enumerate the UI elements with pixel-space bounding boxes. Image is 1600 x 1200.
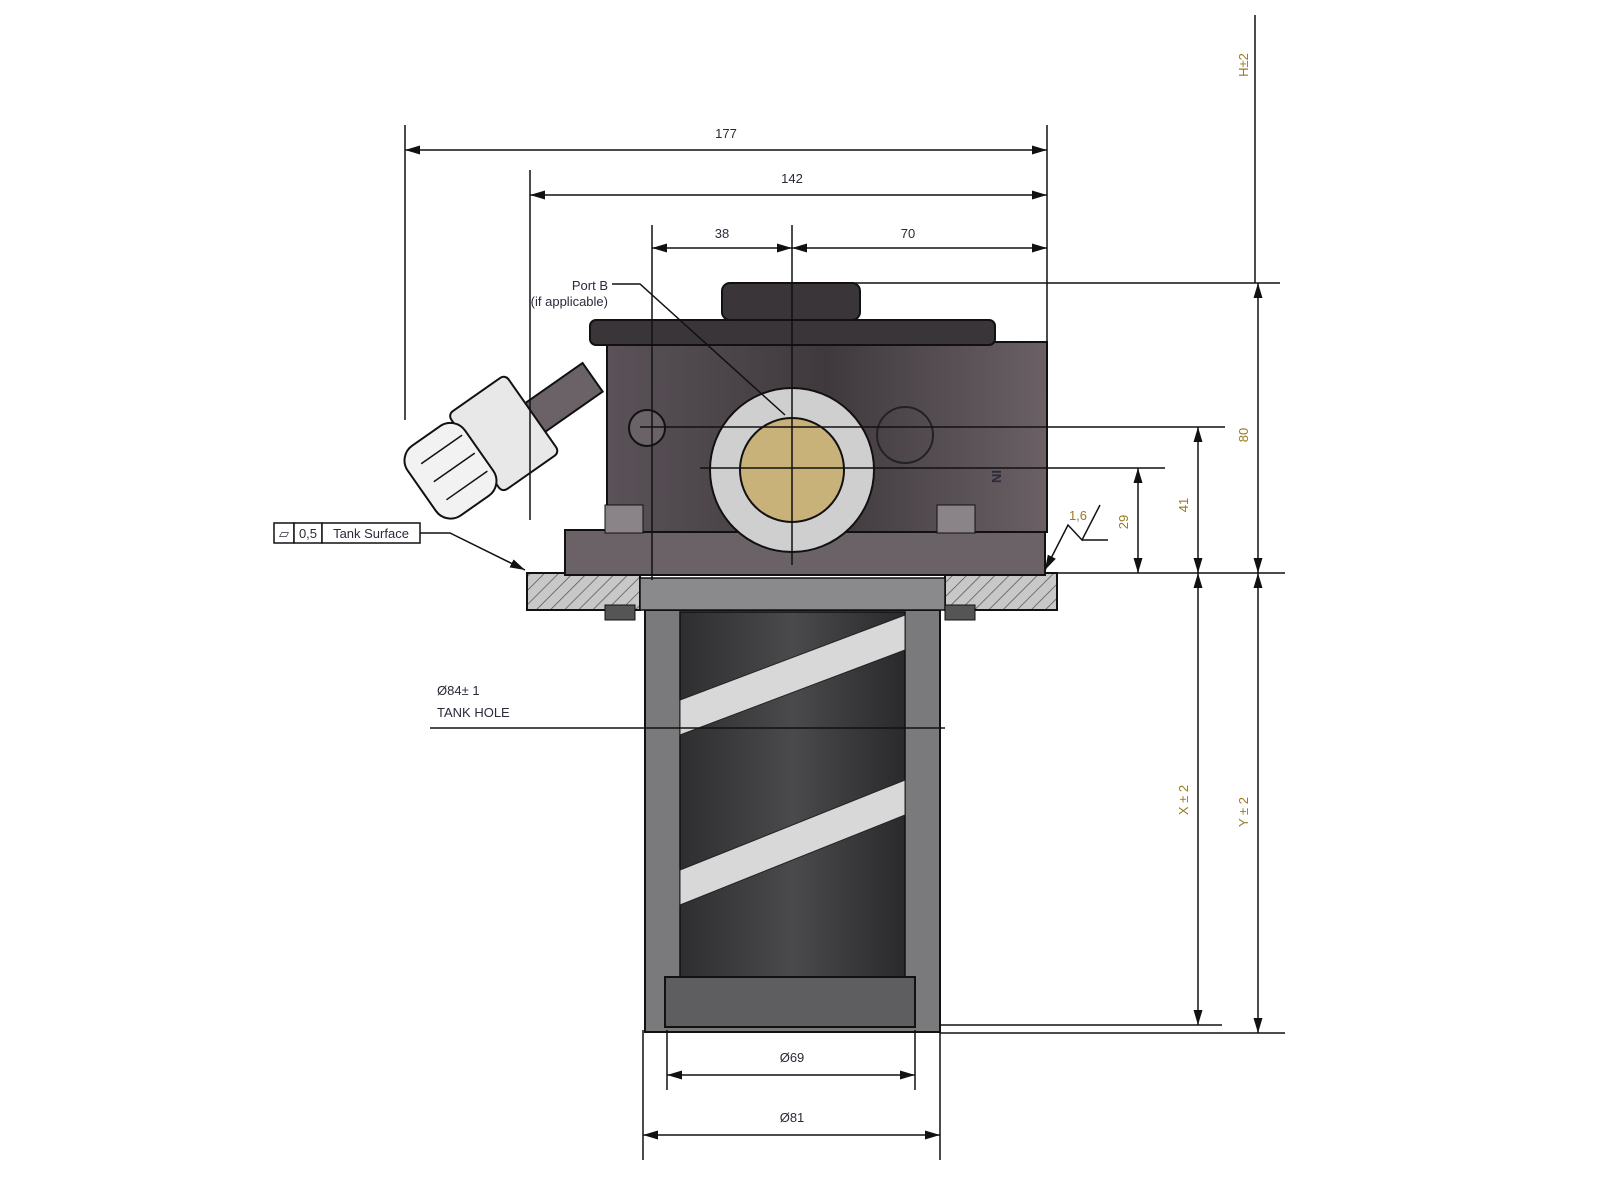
dim-y: Y ± 2	[1236, 797, 1251, 827]
flatness-datum: Tank Surface	[333, 526, 409, 541]
flatness-value: 0,5	[299, 526, 317, 541]
dim-h: H±2	[1236, 53, 1251, 77]
filter-head: IN	[564, 282, 1048, 576]
tank-plate	[526, 572, 1058, 621]
flatness-leader	[420, 532, 526, 571]
dim-177: 177	[715, 126, 737, 141]
roughness-symbol	[1044, 504, 1101, 571]
dim-x: X ± 2	[1176, 785, 1191, 815]
clogging-indicator	[403, 361, 605, 520]
extension-lines	[404, 15, 1285, 1160]
filter-bowl	[644, 609, 941, 1033]
dim-29: 29	[1116, 515, 1131, 529]
port-b-leader	[612, 283, 786, 416]
dim-70: 70	[901, 226, 915, 241]
port-b-label: Port B	[572, 278, 608, 293]
dim-69: Ø69	[780, 1050, 805, 1065]
flatness-callout: ⏥ 0,5 Tank Surface	[273, 522, 421, 544]
dim-38: 38	[715, 226, 729, 241]
spiral-band	[679, 779, 906, 906]
tank-hole-label: TANK HOLE	[437, 705, 510, 720]
dim-142: 142	[781, 171, 803, 186]
spiral-band	[679, 614, 906, 736]
roughness-value: 1,6	[1069, 508, 1087, 523]
dim-41: 41	[1176, 498, 1191, 512]
flatness-symbol: ⏥	[279, 526, 289, 541]
dim-81: Ø81	[780, 1110, 805, 1125]
tank-hole-diameter: Ø84± 1	[437, 683, 480, 698]
inlet-marking: IN	[989, 470, 1004, 483]
dim-80: 80	[1236, 428, 1251, 442]
port-b-note: (if applicable)	[531, 294, 608, 309]
dimension-lines	[405, 145, 1263, 1140]
